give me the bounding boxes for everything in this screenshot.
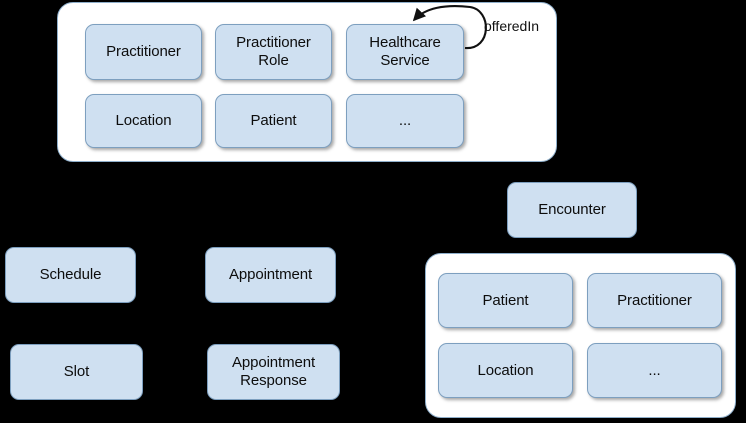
resource-box-label: Appointment <box>228 266 313 284</box>
edge-label-offeredin: offeredIn <box>484 18 540 34</box>
resource-box-healthcare-service[interactable]: Healthcare Service <box>346 24 464 80</box>
resource-box-label: Practitioner <box>617 291 692 309</box>
encounter-box-patient[interactable]: Patient <box>438 273 573 328</box>
resource-box-practitioner-role[interactable]: Practitioner Role <box>215 24 332 80</box>
resource-box-label-line-2: Service <box>380 52 430 69</box>
resource-box-more[interactable]: ... <box>346 94 464 148</box>
resource-box-slot[interactable]: Slot <box>10 344 143 400</box>
resource-box-label: Patient <box>250 112 297 130</box>
resource-box-label: Schedule <box>39 266 102 284</box>
resource-box-label: Healthcare Service <box>369 34 441 69</box>
resource-box-label: Location <box>477 361 534 379</box>
resource-box-label: Patient <box>482 291 529 309</box>
encounter-box-practitioner[interactable]: Practitioner <box>587 273 722 328</box>
resource-box-appointment[interactable]: Appointment <box>205 247 336 303</box>
resource-box-practitioner[interactable]: Practitioner <box>85 24 202 80</box>
resource-box-schedule[interactable]: Schedule <box>5 247 136 303</box>
resource-box-label: ... <box>398 112 412 130</box>
resource-box-label: Slot <box>63 363 90 381</box>
encounter-box-location[interactable]: Location <box>438 343 573 398</box>
resource-box-patient[interactable]: Patient <box>215 94 332 148</box>
resource-box-label: ... <box>648 361 661 379</box>
resource-box-label: Encounter <box>538 201 606 219</box>
resource-box-label-line-2: Role <box>258 52 289 69</box>
resource-box-location[interactable]: Location <box>85 94 202 148</box>
resource-box-encounter[interactable]: Encounter <box>507 182 637 238</box>
resource-box-label-line-1: Practitioner <box>236 34 311 52</box>
resource-box-label-line-2: Response <box>240 372 307 389</box>
resource-box-label-line-1: Healthcare <box>369 34 441 52</box>
resource-box-label-line-1: Appointment <box>231 354 316 372</box>
encounter-box-more[interactable]: ... <box>587 343 722 398</box>
resource-box-label: Appointment Response <box>232 354 315 389</box>
resource-box-label: Location <box>115 112 172 130</box>
resource-box-appointment-response[interactable]: Appointment Response <box>207 344 340 400</box>
resource-box-label: Practitioner Role <box>236 34 311 69</box>
resource-box-label: Practitioner <box>106 43 181 61</box>
